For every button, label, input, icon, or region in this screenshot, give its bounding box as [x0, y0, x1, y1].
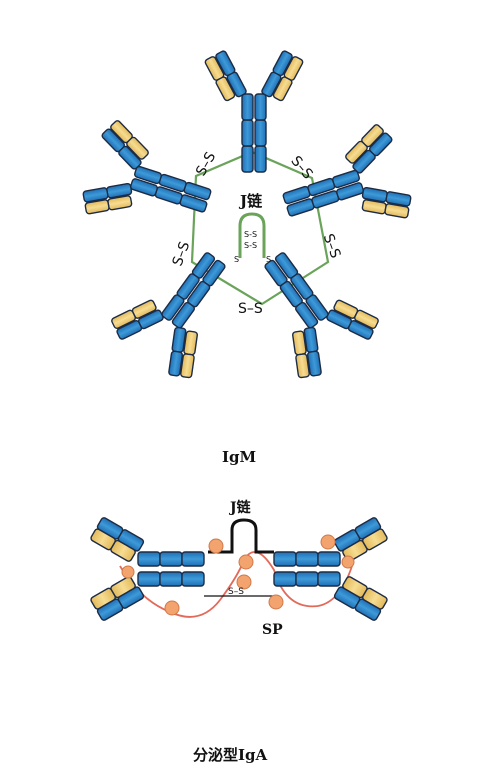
iga-sp-bead	[164, 600, 180, 616]
igm-disulfide-label: S–S	[320, 232, 344, 261]
iga-sp-bead	[238, 554, 254, 570]
iga-monomer-right	[273, 516, 389, 622]
iga-caption: 分泌型IgA	[193, 746, 268, 764]
iga-j-chain-label: J链	[228, 499, 252, 516]
igm-j-chain	[238, 212, 266, 258]
iga-j-chain	[208, 518, 274, 554]
iga-sp-bead	[268, 594, 284, 610]
igm-pentamer: J链 S-S S-S S S S–S S–S S–S S–S S–S	[75, 49, 419, 388]
iga-monomer-left	[89, 516, 205, 622]
igm-j-chain-label: J链	[238, 192, 263, 210]
iga-disulfide-label: S–S	[228, 587, 244, 597]
iga-sp-bead	[236, 574, 252, 590]
iga-sp-bead	[208, 538, 224, 554]
igm-ring-link	[190, 150, 330, 306]
igm-small-s: S	[234, 255, 239, 264]
igm-inner-ss-top: S-S	[244, 230, 257, 239]
igm-monomer	[270, 119, 419, 254]
igm-monomer	[75, 115, 224, 250]
iga-secretory-piece-label: SP	[262, 622, 283, 638]
igm-small-s: S	[266, 255, 271, 264]
iga-sp-bead	[320, 534, 336, 550]
igm-inner-ss-bottom: S-S	[244, 241, 257, 250]
iga-sp-bead	[341, 555, 355, 569]
igm-disulfide-label: S–S	[238, 301, 263, 317]
iga-sp-bead	[121, 565, 135, 579]
secretory-iga-dimer: J链 S–S SP	[89, 499, 389, 638]
igm-disulfide-label: S–S	[170, 239, 194, 268]
igm-caption: IgM	[222, 448, 257, 466]
